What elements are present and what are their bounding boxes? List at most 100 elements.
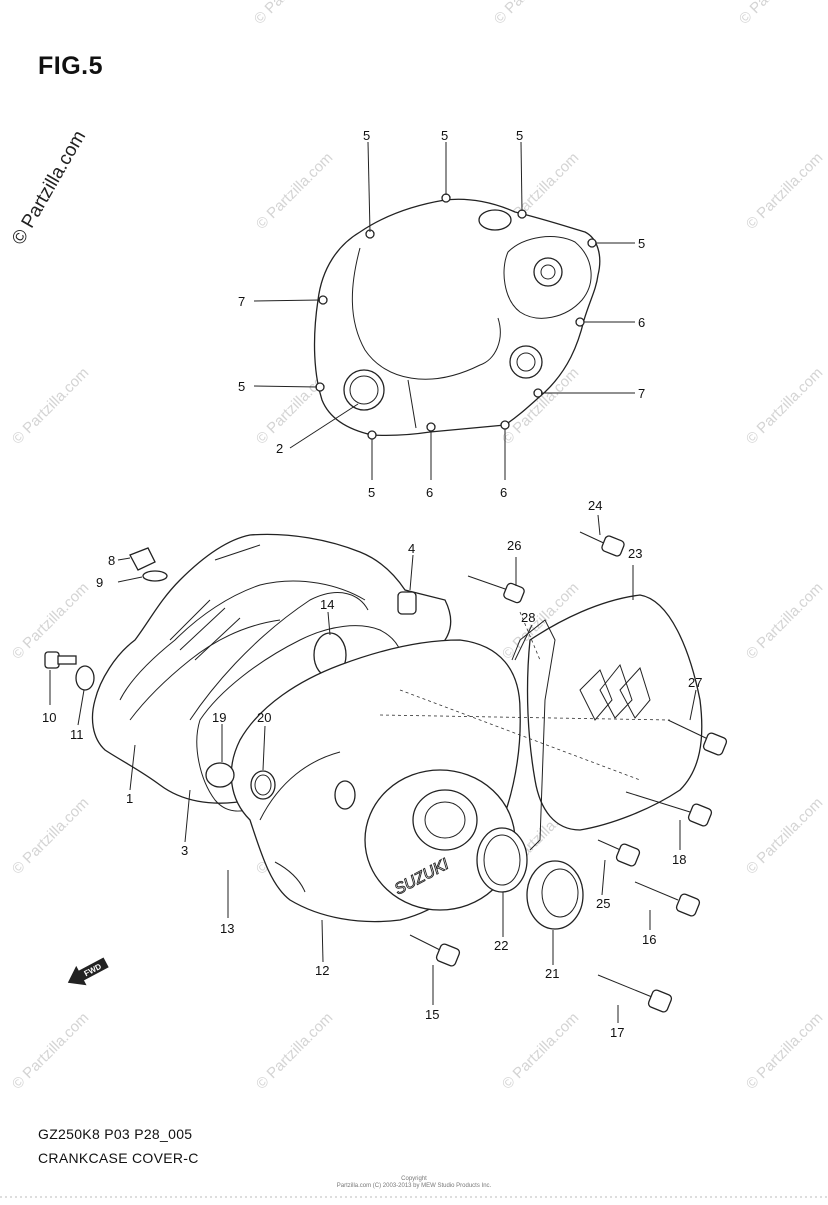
bolt-24 — [579, 531, 625, 557]
top-cover-oil-plug-boss — [478, 209, 512, 231]
cover-12-center-hole-inner — [424, 801, 466, 839]
gasket-22-inner — [483, 834, 521, 886]
figure-title: FIG.5 — [38, 52, 104, 80]
callout-label: 19 — [212, 710, 226, 725]
callout-label: 12 — [315, 963, 329, 978]
cover-12-center-hole — [412, 789, 478, 851]
callout-label: 11 — [70, 727, 84, 742]
cap-21 — [526, 860, 584, 930]
watermark-tile: © Partzilla.com — [736, 0, 819, 28]
top-cover-bearing-boss — [503, 236, 592, 319]
watermark-tile: © Partzilla.com — [743, 364, 826, 447]
callout-label: 5 — [363, 128, 370, 143]
copyright-notice: Copyright Partzilla.com (C) 2003-2013 by… — [0, 1176, 828, 1190]
bolt-17 — [597, 974, 673, 1013]
clutch-cover-top — [313, 193, 601, 440]
watermark-tile: © Partzilla.com — [491, 0, 574, 28]
top-cover-bearing — [533, 257, 563, 287]
bolt-27 — [667, 719, 728, 756]
callout-label: 10 — [42, 710, 56, 725]
top-cover-inner-rim — [351, 247, 501, 380]
bolt-hole — [318, 295, 328, 305]
oring-20-inner — [254, 774, 272, 796]
callout-label: 9 — [96, 575, 103, 590]
callout-label: 5 — [441, 128, 448, 143]
callout-label: 8 — [108, 553, 115, 568]
watermark-tile: © Partzilla.com — [253, 149, 336, 232]
sprocket-cover-23 — [511, 594, 703, 851]
fwd-arrow-icon: FWD — [67, 957, 109, 986]
plug-2-inner — [349, 375, 379, 405]
bolt-hole — [441, 193, 451, 203]
watermark-tile: © Partzilla.com — [743, 579, 826, 662]
bolt-hole — [500, 420, 510, 430]
dowel-4 — [397, 591, 417, 615]
watermark-tile: © Partzilla.com — [251, 0, 334, 28]
callout-label: 5 — [238, 379, 245, 394]
callout-label: 26 — [507, 538, 521, 553]
callout-label: 22 — [494, 938, 508, 953]
cover-23-rear-flange — [511, 619, 556, 851]
cover-1-rib-b — [129, 619, 281, 721]
watermark-tile: © Partzilla.com — [253, 1009, 336, 1092]
callout-label: 1 — [126, 791, 133, 806]
watermark-tile: © Partzilla.com — [9, 364, 92, 447]
callout-label: 20 — [257, 710, 271, 725]
callout-label: 7 — [638, 386, 645, 401]
bolt-hole — [426, 422, 436, 432]
callout-label: 15 — [425, 1007, 439, 1022]
cover-12-lower-lip — [274, 861, 306, 893]
callout-label: 18 — [672, 852, 686, 867]
bolt-19-boss — [334, 780, 356, 810]
top-cover-boss-lower-bore — [516, 352, 536, 372]
cover-1-inner-edge — [189, 592, 369, 721]
bolt-25 — [597, 839, 641, 867]
top-cover-boss-lower — [509, 345, 543, 379]
callout-label: 16 — [642, 932, 656, 947]
callout-label: 2 — [276, 441, 283, 456]
cover-23-outline — [526, 594, 703, 831]
watermark-tile: © Partzilla.com — [743, 794, 826, 877]
bolt-hole — [517, 209, 527, 219]
top-cover-bearing-bore — [540, 264, 556, 280]
bolt-hole — [533, 388, 543, 398]
cap-8 — [129, 547, 156, 571]
watermark-tile: © Partzilla.com — [9, 1009, 92, 1092]
callout-label: 17 — [610, 1025, 624, 1040]
bolt-10 — [44, 651, 77, 669]
plug-19 — [205, 762, 235, 788]
callout-label: 6 — [426, 485, 433, 500]
watermark-tile: © Partzilla.com — [9, 579, 92, 662]
bolt-16 — [634, 881, 701, 917]
oring-9 — [142, 570, 168, 582]
watermark-tiles: © Partzilla.com © Partzilla.com © Partzi… — [9, 0, 826, 1093]
bolt-hole — [587, 238, 597, 248]
bolt-18 — [625, 791, 713, 827]
watermark-tile: © Partzilla.com — [499, 1009, 582, 1092]
callout-label: 27 — [688, 675, 702, 690]
washer-11 — [75, 665, 95, 691]
callout-label: 21 — [545, 966, 559, 981]
model-code: GZ250K8 P03 P28_005 — [38, 1126, 193, 1142]
top-cover-rib — [407, 379, 417, 429]
callout-label: 4 — [408, 541, 415, 556]
bolt-26 — [467, 575, 525, 604]
callout-label: 23 — [628, 546, 642, 561]
watermark-tile: © Partzilla.com — [9, 794, 92, 877]
callout-labels: 5 5 5 5 7 6 5 7 2 5 6 6 24 8 4 26 23 9 1… — [42, 128, 702, 1040]
callout-label: 7 — [238, 294, 245, 309]
section-name: CRANKCASE COVER-C — [38, 1150, 199, 1166]
copyright-line: Partzilla.com (C) 2003-2013 by MEW Studi… — [336, 1183, 492, 1189]
leader-lines-top — [253, 141, 635, 480]
callout-label: 24 — [588, 498, 602, 513]
bolt-15 — [409, 934, 461, 967]
cover-1-ribs — [169, 544, 261, 661]
bolt-hole — [575, 317, 585, 327]
magneto-cover-12: SUZUKI — [230, 639, 521, 923]
cover-23-vents — [579, 663, 651, 721]
callout-label: 5 — [516, 128, 523, 143]
callout-label: 14 — [320, 597, 334, 612]
leader-lines-bottom — [49, 514, 697, 1023]
